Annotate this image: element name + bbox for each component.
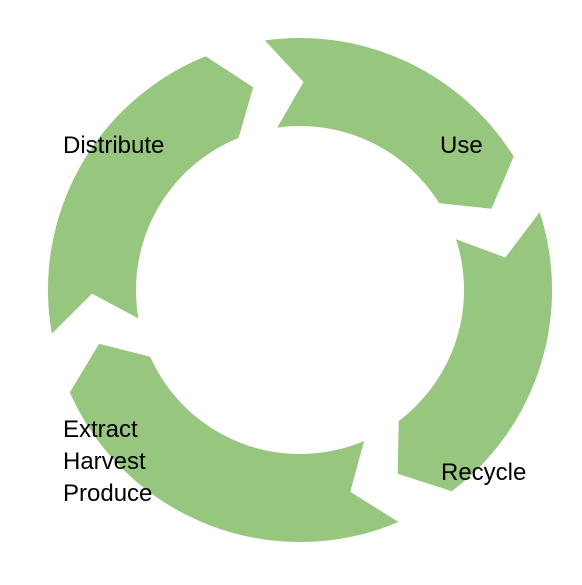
stage-label-extract-harvest-produce: Extract Harvest Produce [63,414,152,510]
stage-label-distribute: Distribute [63,132,165,159]
stage-label-recycle: Recycle [441,459,527,486]
cycle-segment-recycle [397,212,553,492]
stage-label-produce: Produce [63,480,153,507]
cycle-segment-distribute [47,56,254,334]
cycle-segment-extract [69,343,399,543]
stage-label-extract: Extract [63,416,138,443]
stage-label-use: Use [440,132,483,159]
stage-label-harvest: Harvest [63,448,146,475]
cycle-segment-use [264,38,514,209]
